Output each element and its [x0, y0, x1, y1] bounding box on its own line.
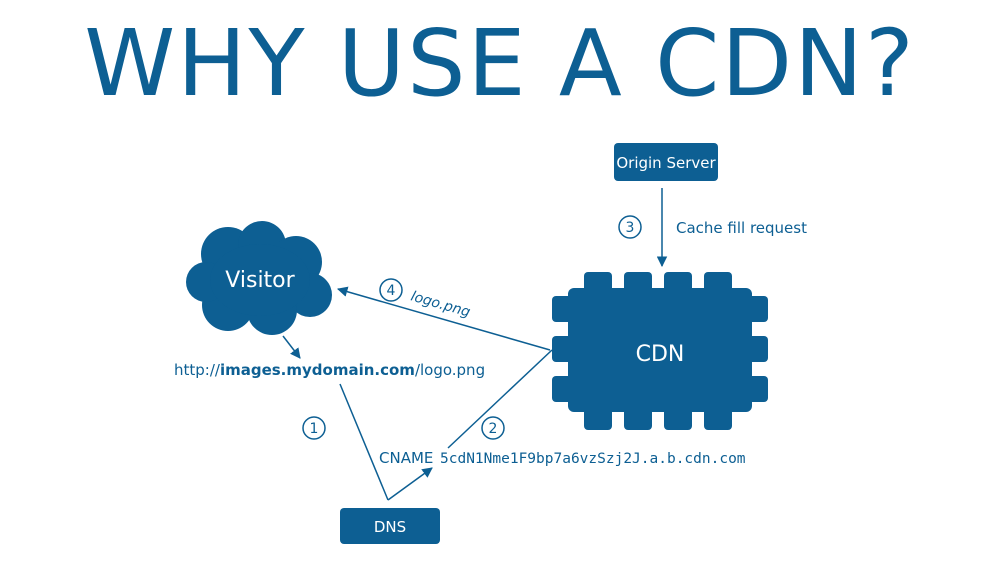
- step-2-number: 2: [489, 421, 498, 437]
- logo-response-arrow: [336, 286, 551, 351]
- step-3-badge: 3: [618, 215, 642, 239]
- url-path: /logo.png: [415, 361, 485, 379]
- step-4-number: 4: [387, 283, 396, 299]
- origin-server-node: Origin Server: [614, 143, 718, 181]
- dns-node: DNS: [340, 508, 440, 544]
- origin-server-label: Origin Server: [616, 154, 716, 172]
- step-3-number: 3: [626, 220, 635, 236]
- cname-cdn-line: [447, 349, 553, 449]
- visitor-url: http://images.mydomain.com/logo.png: [174, 361, 485, 379]
- cname-keyword: CNAME: [379, 449, 433, 467]
- visitor-label: Visitor: [225, 268, 295, 293]
- logo-png-label: logo.png: [409, 288, 472, 320]
- step-2-badge: 2: [481, 416, 505, 440]
- dns-cname-arrow: [387, 467, 433, 501]
- step-1-number: 1: [310, 421, 319, 437]
- step-4-badge: 4: [379, 278, 403, 302]
- visitor-cloud: Visitor: [186, 221, 332, 335]
- url-prefix: http://: [174, 361, 221, 379]
- cname-value: 5cdN1Nme1F9bp7a6vzSzj2J.a.b.cdn.com: [440, 451, 746, 467]
- visitor-request-arrow: [282, 335, 301, 359]
- page-title: WHY USE A CDN?: [84, 10, 916, 117]
- dns-lookup-line: [339, 383, 389, 501]
- dns-label: DNS: [374, 518, 406, 536]
- cdn-label: CDN: [636, 342, 685, 367]
- cdn-chip: CDN: [552, 272, 768, 430]
- url-domain: images.mydomain.com: [220, 361, 415, 379]
- step-1-badge: 1: [302, 416, 326, 440]
- cache-fill-label: Cache fill request: [676, 219, 807, 237]
